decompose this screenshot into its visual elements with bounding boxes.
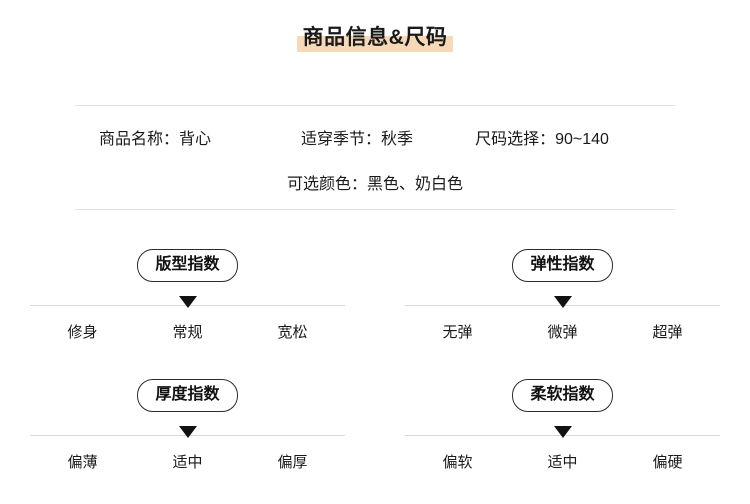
index-badge-wrap: 弹性指数 [375, 243, 750, 282]
index-cell-elasticity: 弹性指数 无弹 微弹 超弹 [375, 243, 750, 373]
scale-option[interactable]: 超弹 [652, 324, 683, 341]
info-divider-bottom [75, 209, 675, 210]
scale-line [30, 296, 345, 308]
scale-option[interactable]: 常规 [172, 324, 203, 341]
index-cell-softness: 柔软指数 偏软 适中 偏硬 [375, 373, 750, 503]
index-cell-thickness: 厚度指数 偏薄 适中 偏厚 [0, 373, 375, 503]
index-badge-wrap: 厚度指数 [0, 373, 375, 412]
info-field-label: 适穿季节： [301, 131, 382, 148]
info-field-value: 秋季 [381, 131, 414, 148]
index-badge: 柔软指数 [512, 379, 613, 412]
index-scale[interactable]: 偏薄 适中 偏厚 [30, 426, 345, 473]
page-title: 商品信息&尺码 [296, 24, 454, 52]
scale-labels: 偏薄 适中 偏厚 [30, 453, 345, 473]
scale-option[interactable]: 偏硬 [652, 454, 683, 471]
index-cell-fit: 版型指数 修身 常规 宽松 [0, 243, 375, 373]
index-scale[interactable]: 修身 常规 宽松 [30, 296, 345, 343]
info-row-primary: 商品名称：背心 适穿季节：秋季 尺码选择：90~140 [75, 127, 675, 153]
scale-marker-triangle-icon [553, 426, 572, 438]
index-badge: 厚度指数 [137, 379, 238, 412]
index-scale[interactable]: 偏软 适中 偏硬 [405, 426, 720, 473]
scale-labels: 偏软 适中 偏硬 [405, 453, 720, 473]
info-field-season: 适穿季节：秋季 [301, 127, 413, 153]
info-field-label: 可选颜色： [286, 176, 367, 193]
page-title-text: 商品信息&尺码 [302, 26, 448, 49]
info-divider-top [75, 105, 675, 106]
title-highlight-band [296, 36, 454, 52]
index-grid: 版型指数 修身 常规 宽松 弹性指数 [0, 243, 750, 503]
info-field-value: 90~140 [555, 131, 609, 148]
scale-option[interactable]: 无弹 [442, 324, 473, 341]
index-scale[interactable]: 无弹 微弹 超弹 [405, 296, 720, 343]
info-field-size-range: 尺码选择：90~140 [475, 127, 609, 153]
info-field-product-name: 商品名称：背心 [99, 127, 211, 153]
scale-option[interactable]: 适中 [547, 454, 578, 471]
index-badge-wrap: 版型指数 [0, 243, 375, 282]
index-badge: 版型指数 [137, 249, 238, 282]
info-field-label: 商品名称： [99, 131, 180, 148]
index-badge-wrap: 柔软指数 [375, 373, 750, 412]
scale-option[interactable]: 偏薄 [67, 454, 98, 471]
scale-line [405, 296, 720, 308]
scale-marker-triangle-icon [178, 296, 197, 308]
scale-option[interactable]: 偏厚 [277, 454, 308, 471]
scale-option[interactable]: 微弹 [547, 324, 578, 341]
info-field-label: 尺码选择： [475, 131, 556, 148]
scale-option[interactable]: 修身 [67, 324, 98, 341]
scale-marker-triangle-icon [178, 426, 197, 438]
scale-line [405, 426, 720, 438]
info-field-value: 背心 [179, 131, 212, 148]
info-row-secondary: 可选颜色：黑色、奶白色 [75, 172, 675, 198]
scale-option[interactable]: 宽松 [277, 324, 308, 341]
scale-line [30, 426, 345, 438]
scale-option[interactable]: 偏软 [442, 454, 473, 471]
info-field-value: 黑色、奶白色 [367, 176, 464, 193]
scale-labels: 无弹 微弹 超弹 [405, 323, 720, 343]
scale-option[interactable]: 适中 [172, 454, 203, 471]
info-field-colors: 可选颜色：黑色、奶白色 [287, 172, 463, 198]
index-badge: 弹性指数 [512, 249, 613, 282]
scale-labels: 修身 常规 宽松 [30, 323, 345, 343]
scale-marker-triangle-icon [553, 296, 572, 308]
page-title-area: 商品信息&尺码 [0, 24, 750, 52]
